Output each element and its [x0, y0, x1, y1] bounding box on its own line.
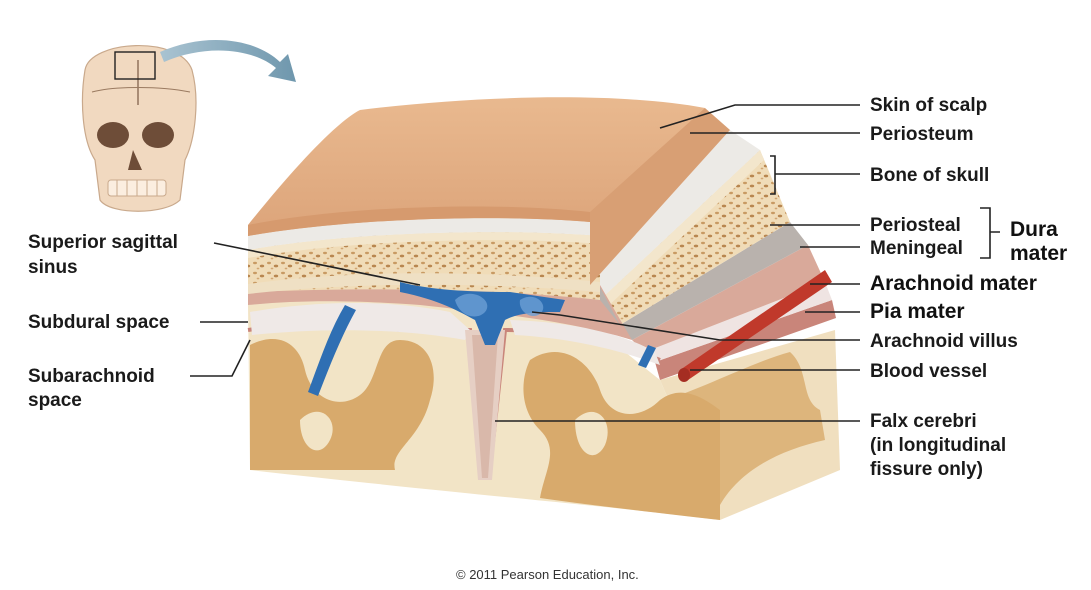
- label-arachnoid-villus: Arachnoid villus: [870, 331, 1018, 352]
- skull-icon: [82, 46, 195, 212]
- label-bone-of-skull: Bone of skull: [870, 165, 989, 186]
- label-blood-vessel: Blood vessel: [870, 361, 987, 382]
- label-subarachnoid: Subarachnoid: [28, 366, 155, 387]
- label-pia-mater: Pia mater: [870, 300, 965, 323]
- label-arachnoid-mater: Arachnoid mater: [870, 272, 1037, 295]
- label-periosteal: Periosteal: [870, 215, 961, 236]
- label-subarachnoid-space: space: [28, 390, 82, 411]
- label-periosteum: Periosteum: [870, 124, 973, 145]
- label-sinus: sinus: [28, 257, 78, 278]
- label-subdural-space: Subdural space: [28, 312, 170, 333]
- label-falx-cerebri: Falx cerebri: [870, 411, 977, 432]
- label-meningeal: Meningeal: [870, 238, 963, 259]
- label-skin-of-scalp: Skin of scalp: [870, 95, 987, 116]
- label-dura-mater: mater: [1010, 242, 1067, 265]
- label-dura: Dura: [1010, 218, 1058, 241]
- copyright-credit: © 2011 Pearson Education, Inc.: [456, 567, 639, 582]
- label-falx-line2: (in longitudinal: [870, 435, 1006, 456]
- label-superior-sagittal-sinus: Superior sagittal: [28, 232, 178, 253]
- label-falx-line3: fissure only): [870, 459, 983, 480]
